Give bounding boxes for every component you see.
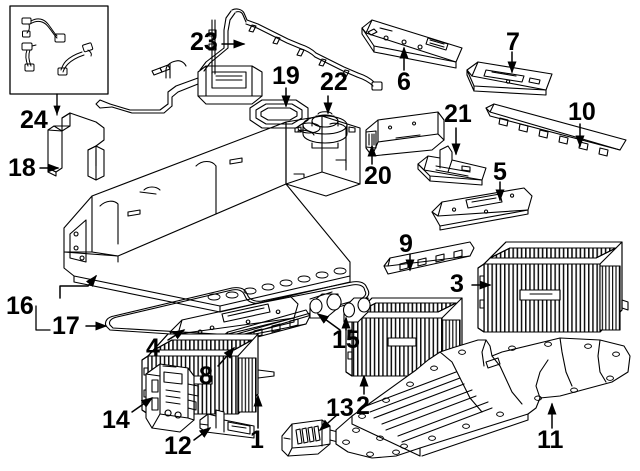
callout-16: 16: [6, 292, 34, 320]
electronics-board-top: [361, 19, 463, 69]
wiring-harness-detail-box: [9, 5, 109, 95]
callout-19: 19: [272, 62, 300, 90]
module-cover-plate: [466, 61, 553, 96]
battery-control-module: [365, 111, 445, 157]
callout-24: 24: [20, 106, 48, 134]
battery-module-front-right: [345, 297, 463, 377]
callout-21: 21: [444, 100, 472, 128]
callout-23: 23: [190, 28, 218, 56]
battery-tray-pan: [335, 337, 631, 459]
callout-7: 7: [506, 28, 520, 56]
blower-gasket-frame: [249, 99, 309, 129]
callout-13: 13: [326, 394, 354, 422]
mounting-bracket-center: [417, 145, 487, 186]
callout-4: 4: [146, 334, 160, 362]
callout-10: 10: [568, 98, 596, 126]
bus-bar-right-long: [485, 103, 627, 157]
callout-9: 9: [399, 230, 413, 258]
battery-module-large-right: [477, 241, 629, 333]
duct-frame-assembly: [95, 8, 383, 114]
support-bracket-left: [47, 112, 105, 181]
callout-17: 17: [52, 312, 80, 340]
callout-leaders: [35, 39, 585, 441]
callout-6: 6: [397, 68, 411, 96]
callout-12: 12: [164, 432, 192, 460]
bus-bar-center: [383, 241, 475, 275]
end-cap-module: [281, 419, 339, 457]
battery-cover-upper: [63, 115, 361, 313]
callout-3: 3: [450, 270, 464, 298]
junction-block-assembly: [145, 363, 199, 433]
callout-11: 11: [537, 426, 564, 454]
callout-22: 22: [320, 68, 348, 96]
callout-1: 1: [250, 426, 264, 454]
callout-14: 14: [102, 406, 130, 434]
callout-15: 15: [332, 326, 360, 354]
callout-20: 20: [364, 162, 392, 190]
mounting-plate-right: [431, 187, 533, 231]
callout-8: 8: [199, 362, 213, 390]
cylindrical-fuses-pair: [309, 291, 371, 323]
callout-2: 2: [356, 392, 370, 420]
callout-18: 18: [8, 154, 36, 182]
callout-5: 5: [493, 158, 507, 186]
